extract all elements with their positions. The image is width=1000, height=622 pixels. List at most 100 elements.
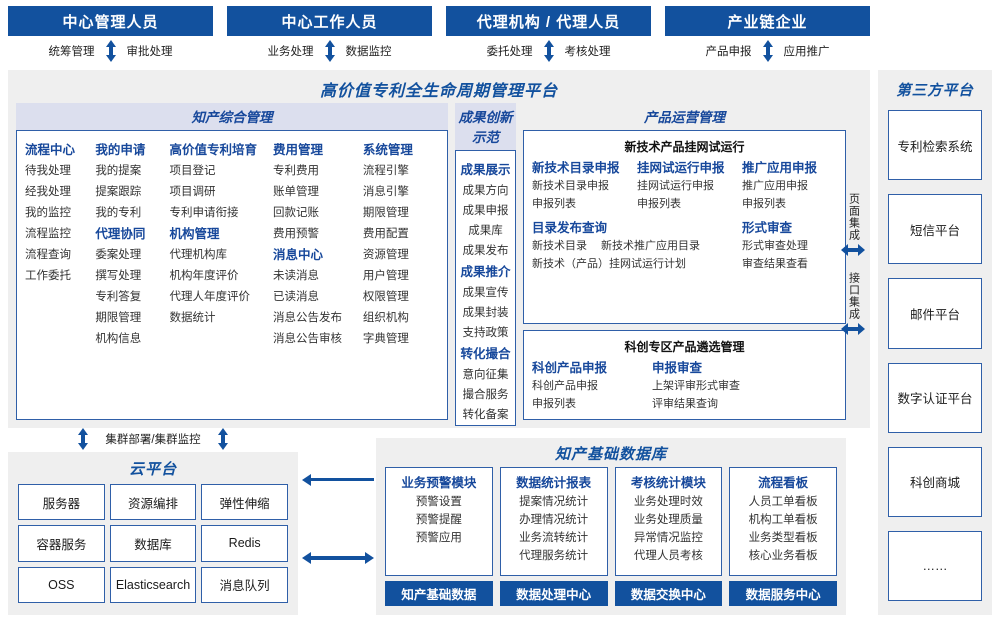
- database-menu-item[interactable]: 异常情况监控: [633, 532, 703, 544]
- zhichan-menu-item[interactable]: 机构年度评价: [169, 270, 239, 282]
- cloud-cell[interactable]: 数据库: [109, 525, 197, 562]
- chengguo-group-head[interactable]: 转化撮合: [460, 347, 511, 361]
- database-footer[interactable]: 知产基础数据: [385, 581, 493, 606]
- chengguo-menu-item[interactable]: 意向征集: [462, 369, 509, 381]
- cloud-cell[interactable]: Elasticsearch: [109, 566, 197, 603]
- chengguo-menu-item[interactable]: 成果宣传: [462, 287, 509, 299]
- zhichan-menu-item[interactable]: 待我处理: [25, 165, 71, 177]
- chanpin-menu-item[interactable]: 挂网试运行申报: [637, 180, 714, 192]
- database-menu-item[interactable]: 业务处理时效: [633, 496, 703, 508]
- chanpin-menu-item[interactable]: 新技术目录: [532, 240, 587, 252]
- zhichan-menu-item[interactable]: 资源管理: [362, 249, 409, 261]
- database-menu-item[interactable]: 预警提醒: [415, 514, 462, 526]
- chengguo-menu-item[interactable]: 成果方向: [462, 185, 509, 197]
- chengguo-menu-item[interactable]: 支持政策: [462, 327, 509, 339]
- role-title[interactable]: 中心工作人员: [227, 6, 432, 36]
- chengguo-menu-item[interactable]: 成果申报: [462, 205, 509, 217]
- chanpin-menu-item[interactable]: 申报列表: [532, 198, 576, 210]
- chanpin-group-head[interactable]: 新技术目录申报: [532, 161, 620, 175]
- zhichan-menu-item[interactable]: 机构信息: [95, 333, 142, 345]
- chanpin-menu-item[interactable]: 新技术（产品）挂网试运行计划: [532, 258, 686, 270]
- role-title[interactable]: 产业链企业: [665, 6, 870, 36]
- zhichan-group-head[interactable]: 费用管理: [273, 143, 324, 157]
- database-menu-item[interactable]: 业务处理质量: [633, 514, 703, 526]
- database-menu-item[interactable]: 预警设置: [415, 496, 462, 508]
- zhichan-menu-item[interactable]: 未读消息: [273, 270, 320, 282]
- zhichan-group-head[interactable]: 流程中心: [25, 143, 76, 157]
- database-footer[interactable]: 数据处理中心: [499, 581, 608, 606]
- third-party-item[interactable]: 短信平台: [888, 194, 982, 265]
- database-card-head[interactable]: 业务预警模块: [401, 476, 477, 490]
- chanpin-menu-item[interactable]: 申报列表: [532, 398, 576, 410]
- chengguo-group-head[interactable]: 成果推介: [460, 265, 511, 279]
- zhichan-menu-item[interactable]: 项目登记: [169, 165, 216, 177]
- chengguo-menu-item[interactable]: 成果库: [468, 225, 503, 237]
- database-card-head[interactable]: 流程看板: [758, 476, 809, 490]
- zhichan-menu-item[interactable]: 权限管理: [362, 291, 409, 303]
- chanpin-group-head[interactable]: 科创产品申报: [532, 361, 608, 375]
- zhichan-menu-item[interactable]: 工作委托: [25, 270, 71, 282]
- zhichan-group-head[interactable]: 我的申请: [95, 143, 146, 157]
- database-menu-item[interactable]: 人员工单看板: [748, 496, 818, 508]
- database-footer[interactable]: 数据服务中心: [729, 581, 837, 606]
- database-card-head[interactable]: 数据统计报表: [516, 476, 592, 490]
- database-menu-item[interactable]: 提案情况统计: [519, 496, 589, 508]
- chanpin-group-head[interactable]: 挂网试运行申报: [637, 161, 725, 175]
- zhichan-menu-item[interactable]: 经我处理: [25, 186, 71, 198]
- database-menu-item[interactable]: 业务流转统计: [519, 532, 589, 544]
- cloud-cell[interactable]: 弹性伸缩: [201, 484, 288, 521]
- cloud-cell[interactable]: Redis: [201, 525, 288, 562]
- zhichan-menu-item[interactable]: 我的监控: [25, 207, 71, 219]
- chengguo-group-head[interactable]: 成果展示: [460, 163, 511, 177]
- zhichan-menu-item[interactable]: 费用配置: [362, 228, 409, 240]
- chanpin-menu-item[interactable]: 新技术推广应用目录: [601, 240, 700, 252]
- chanpin-menu-item[interactable]: 申报列表: [637, 198, 681, 210]
- zhichan-group-head[interactable]: 代理协同: [95, 227, 146, 241]
- zhichan-menu-item[interactable]: 专利费用: [273, 165, 320, 177]
- zhichan-menu-item[interactable]: 代理人年度评价: [169, 291, 251, 303]
- database-menu-item[interactable]: 代理服务统计: [519, 550, 589, 562]
- role-title[interactable]: 中心管理人员: [8, 6, 213, 36]
- third-party-item[interactable]: 专利检索系统: [888, 110, 982, 181]
- third-party-item[interactable]: 邮件平台: [888, 278, 982, 349]
- zhichan-menu-item[interactable]: 用户管理: [362, 270, 409, 282]
- zhichan-menu-item[interactable]: 期限管理: [95, 312, 142, 324]
- database-menu-item[interactable]: 办理情况统计: [519, 514, 589, 526]
- chanpin-group-head[interactable]: 申报审查: [652, 361, 703, 375]
- chanpin-menu-item[interactable]: 形式审查处理: [742, 240, 808, 252]
- zhichan-menu-item[interactable]: 委案处理: [95, 249, 142, 261]
- chanpin-group-head[interactable]: 目录发布查询: [532, 221, 608, 235]
- zhichan-menu-item[interactable]: 字典管理: [362, 333, 409, 345]
- chengguo-menu-item[interactable]: 成果封装: [462, 307, 509, 319]
- database-menu-item[interactable]: 代理人员考核: [633, 550, 703, 562]
- zhichan-menu-item[interactable]: 流程查询: [25, 249, 71, 261]
- zhichan-menu-item[interactable]: 流程引擎: [362, 165, 409, 177]
- zhichan-menu-item[interactable]: 项目调研: [169, 186, 216, 198]
- zhichan-menu-item[interactable]: 代理机构库: [169, 249, 228, 261]
- zhichan-menu-item[interactable]: 我的提案: [95, 165, 142, 177]
- cloud-cell[interactable]: 消息队列: [201, 566, 288, 603]
- zhichan-menu-item[interactable]: 消息引擎: [362, 186, 409, 198]
- zhichan-menu-item[interactable]: 流程监控: [25, 228, 71, 240]
- zhichan-menu-item[interactable]: 组织机构: [362, 312, 409, 324]
- cloud-cell[interactable]: OSS: [18, 566, 105, 603]
- database-menu-item[interactable]: 机构工单看板: [748, 514, 818, 526]
- third-party-item[interactable]: 数字认证平台: [888, 362, 982, 433]
- zhichan-group-head[interactable]: 系统管理: [362, 143, 413, 157]
- chanpin-menu-item[interactable]: 申报列表: [742, 198, 786, 210]
- cloud-cell[interactable]: 容器服务: [18, 525, 105, 562]
- chengguo-menu-item[interactable]: 撮合服务: [462, 389, 509, 401]
- database-footer[interactable]: 数据交换中心: [614, 581, 723, 606]
- zhichan-menu-item[interactable]: 撰写处理: [95, 270, 142, 282]
- database-card-head[interactable]: 考核统计模块: [630, 476, 706, 490]
- role-title[interactable]: 代理机构 / 代理人员: [446, 6, 651, 36]
- third-party-item[interactable]: ……: [888, 530, 982, 602]
- zhichan-group-head[interactable]: 高价值专利培育: [169, 143, 258, 157]
- chanpin-menu-item[interactable]: 上架评审形式审查: [652, 380, 740, 392]
- zhichan-menu-item[interactable]: 期限管理: [362, 207, 409, 219]
- zhichan-menu-item[interactable]: 专利答复: [95, 291, 142, 303]
- zhichan-menu-item[interactable]: 提案跟踪: [95, 186, 142, 198]
- zhichan-menu-item[interactable]: 我的专利: [95, 207, 142, 219]
- zhichan-group-head[interactable]: 机构管理: [169, 227, 220, 241]
- chanpin-menu-item[interactable]: 审查结果查看: [742, 258, 808, 270]
